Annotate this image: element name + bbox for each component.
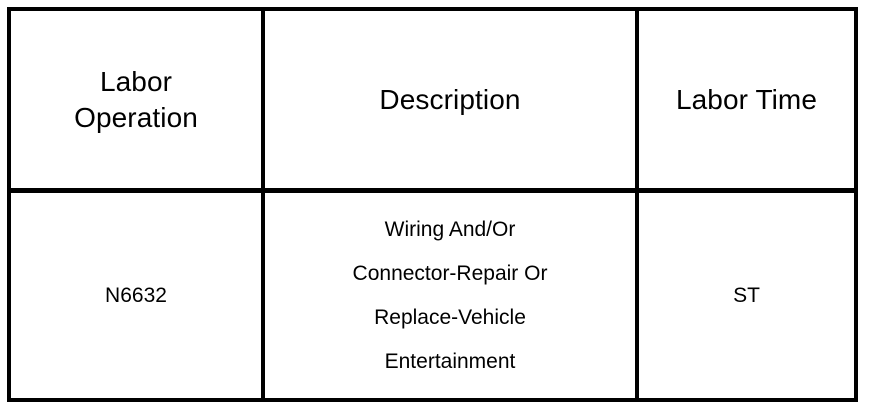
cell-description-line-1: Wiring And/Or [384, 217, 516, 241]
column-header-labor-time: Labor Time [635, 7, 858, 193]
cell-labor-time: ST [635, 188, 858, 402]
table-body: N6632 Wiring And/Or Connector-Repair Or … [7, 188, 858, 402]
table-header-row: Labor Operation Description Labor Time [7, 7, 858, 193]
column-header-labor-time-label: Labor Time [675, 83, 818, 115]
column-header-description: Description [261, 7, 639, 193]
cell-description-value: Wiring And/Or Connector-Repair Or Replac… [265, 208, 635, 384]
cell-description: Wiring And/Or Connector-Repair Or Replac… [261, 188, 639, 402]
table-row: N6632 Wiring And/Or Connector-Repair Or … [7, 188, 858, 402]
column-header-description-label: Description [379, 83, 521, 115]
labor-operation-table: Labor Operation Description Labor Time N… [7, 7, 858, 402]
cell-description-line-2: Connector-Repair Or [352, 261, 548, 285]
cell-labor-operation: N6632 [7, 188, 265, 402]
column-header-labor-operation-line2: Operation [74, 101, 198, 133]
table-header: Labor Operation Description Labor Time [7, 7, 858, 193]
cell-description-line-3: Replace-Vehicle [374, 305, 526, 329]
cell-labor-time-value: ST [733, 284, 760, 307]
cell-description-line-4: Entertainment [384, 349, 516, 373]
cell-labor-operation-value: N6632 [105, 284, 167, 307]
column-header-labor-operation-line1: Labor [99, 65, 173, 97]
column-header-labor-operation: Labor Operation [7, 7, 265, 193]
